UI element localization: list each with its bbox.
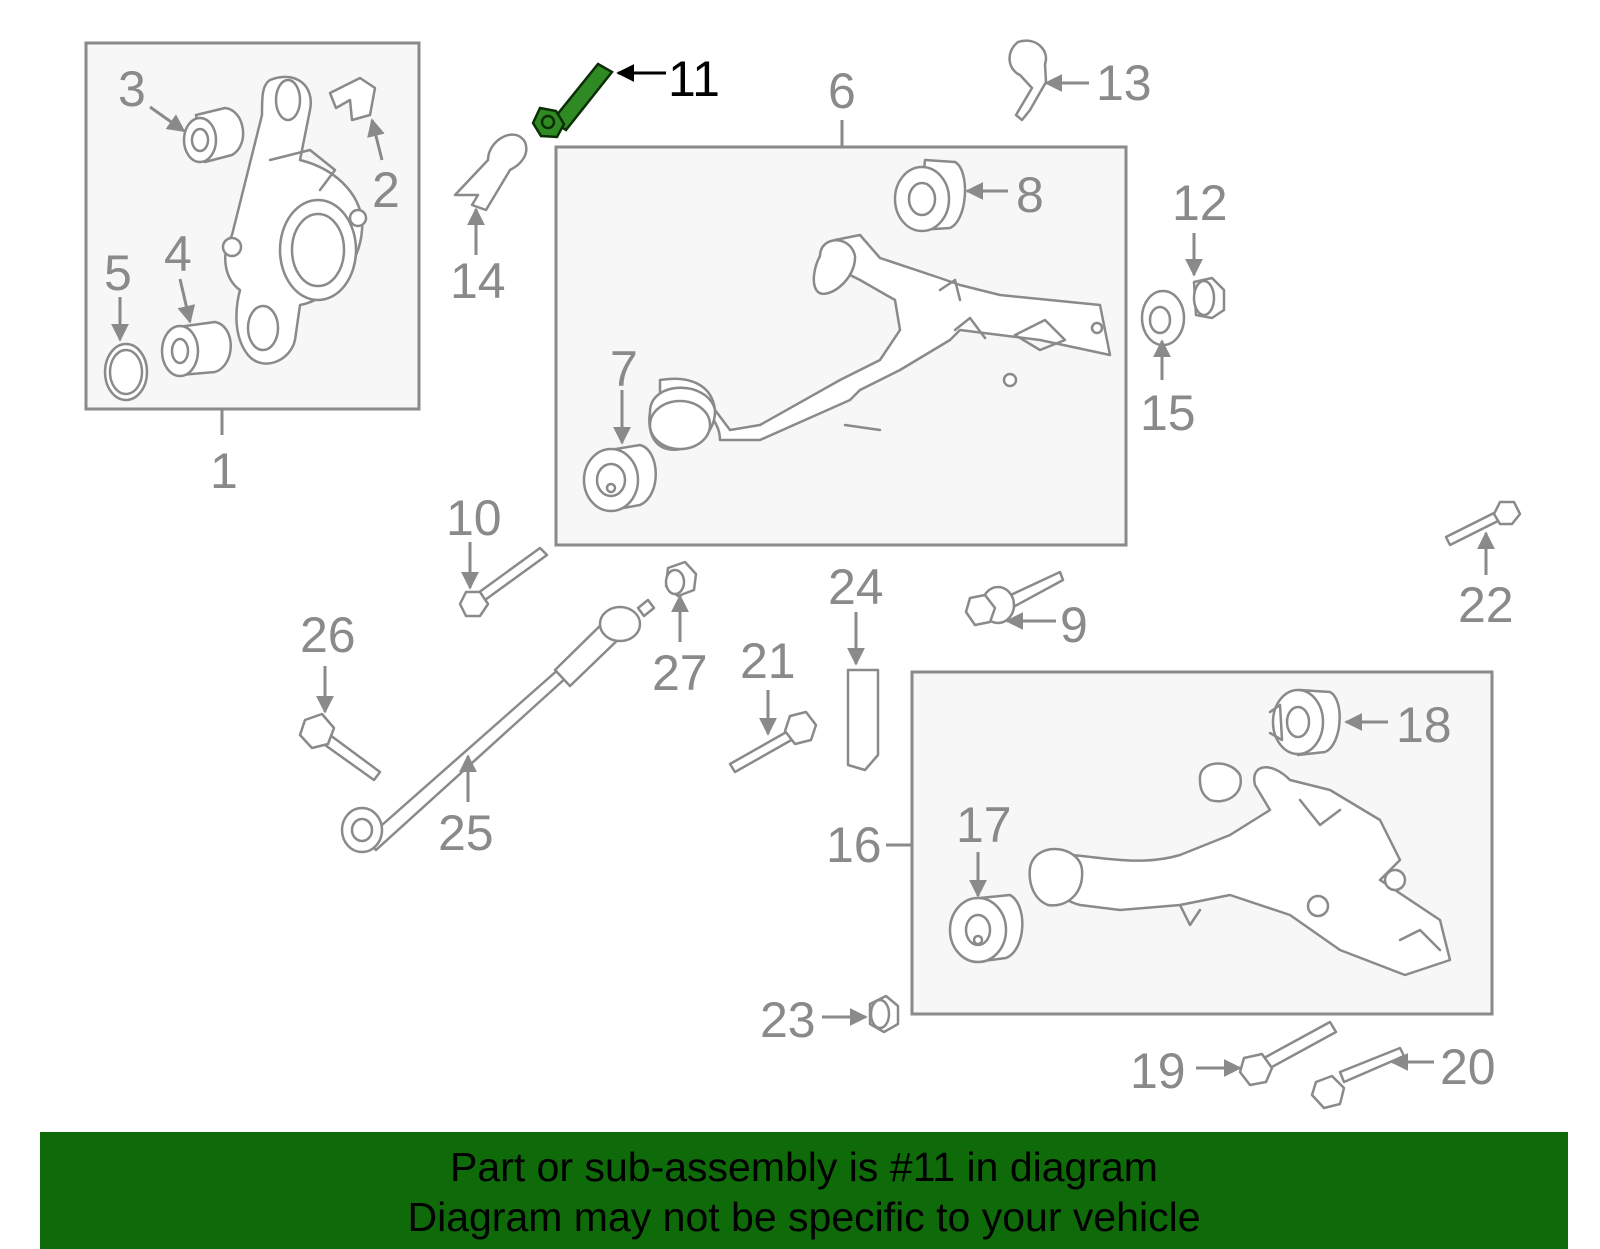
part-18-bushing[interactable] — [1268, 688, 1341, 757]
banner-line-1: Part or sub-assembly is #11 in diagram — [450, 1144, 1158, 1190]
part-24-plate[interactable] — [846, 668, 880, 772]
lower-arm-group[interactable] — [886, 670, 1494, 1016]
callout-26: 26 — [300, 607, 356, 663]
info-banner: Part or sub-assembly is #11 in diagram D… — [40, 1132, 1568, 1249]
callout-7: 7 — [610, 341, 638, 397]
callout-12: 12 — [1172, 175, 1228, 231]
callout-1: 1 — [210, 443, 238, 499]
callout-labels: 1 2 3 4 5 6 7 8 9 10 11 12 13 14 15 16 1… — [104, 51, 1514, 1099]
part-25-lateral-rod[interactable] — [340, 598, 656, 854]
part-7-bushing[interactable] — [582, 443, 657, 513]
callout-13: 13 — [1096, 55, 1152, 111]
callout-19: 19 — [1130, 1043, 1186, 1099]
callout-22: 22 — [1458, 577, 1514, 633]
part-5-ring[interactable] — [103, 342, 149, 402]
callout-11: 11 — [668, 51, 720, 107]
part-20-bolt[interactable] — [1310, 1046, 1406, 1110]
callout-9: 9 — [1060, 597, 1088, 653]
part-8-bushing[interactable] — [893, 158, 967, 233]
callout-10: 10 — [446, 490, 502, 546]
part-21-bolt[interactable] — [728, 710, 818, 774]
part-19-bolt[interactable] — [1238, 1020, 1338, 1087]
callout-25: 25 — [438, 805, 494, 861]
knuckle-part[interactable] — [221, 75, 368, 365]
callout-23: 23 — [760, 992, 816, 1048]
upper-arm-group[interactable] — [554, 120, 1128, 547]
part-4-bushing[interactable] — [160, 320, 232, 378]
callout-18: 18 — [1396, 697, 1452, 753]
part-2-bracket[interactable] — [328, 76, 377, 122]
callout-24: 24 — [828, 559, 884, 615]
part-11-bolt-highlighted[interactable] — [531, 62, 614, 139]
callout-2: 2 — [372, 162, 400, 218]
part-27-nut[interactable] — [664, 560, 698, 598]
callout-15: 15 — [1140, 385, 1196, 441]
part-17-bushing[interactable] — [948, 893, 1024, 964]
part-13-bracket[interactable] — [1008, 39, 1048, 122]
knuckle-assembly-group[interactable] — [84, 41, 421, 435]
callout-8: 8 — [1016, 167, 1044, 223]
part-12-nut[interactable] — [1192, 276, 1226, 320]
part-15-washer[interactable] — [1140, 289, 1186, 347]
part-3-bushing[interactable] — [182, 106, 245, 164]
upper-control-arm[interactable] — [648, 233, 1112, 451]
callout-3: 3 — [118, 61, 146, 117]
callout-27: 27 — [652, 645, 708, 701]
callout-20: 20 — [1440, 1039, 1496, 1095]
callout-5: 5 — [104, 245, 132, 301]
part-10-bolt[interactable] — [458, 546, 549, 618]
callout-16: 16 — [826, 817, 882, 873]
part-14-bracket[interactable] — [453, 133, 528, 212]
part-26-bolt[interactable] — [298, 712, 382, 782]
callout-21: 21 — [740, 633, 796, 689]
callout-14: 14 — [450, 253, 506, 309]
leader-arrows — [111, 64, 1495, 1077]
callout-6: 6 — [828, 63, 856, 119]
callout-17: 17 — [956, 797, 1012, 853]
part-22-bolt[interactable] — [1444, 500, 1522, 547]
lower-control-arm[interactable] — [1028, 762, 1452, 977]
part-9-bolt[interactable] — [964, 570, 1065, 627]
callout-4: 4 — [164, 226, 192, 282]
part-23-nut[interactable] — [868, 994, 900, 1034]
banner-line-2: Diagram may not be specific to your vehi… — [407, 1194, 1201, 1240]
